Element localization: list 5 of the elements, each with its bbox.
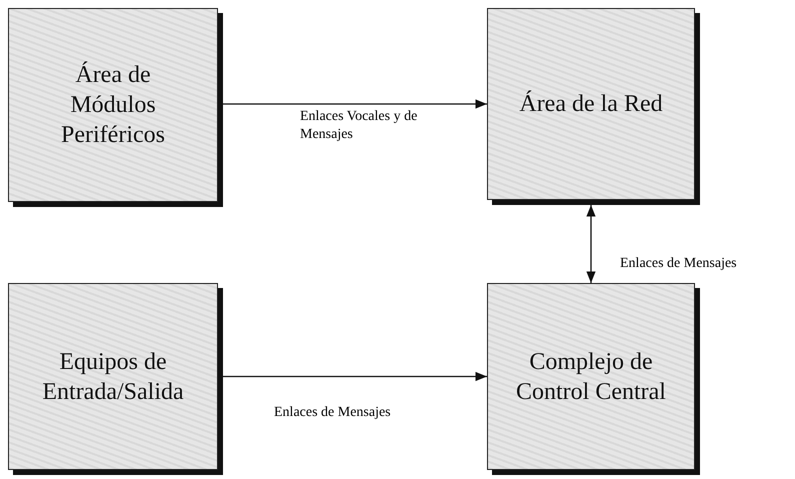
box-label: Área de la Red	[518, 89, 664, 119]
box-label: Complejo de Control Central	[516, 348, 666, 406]
box-label: Área de Módulos Periféricos	[60, 60, 166, 150]
box-label: Equipos de Entrada/Salida	[41, 348, 185, 406]
arrow	[586, 205, 596, 283]
